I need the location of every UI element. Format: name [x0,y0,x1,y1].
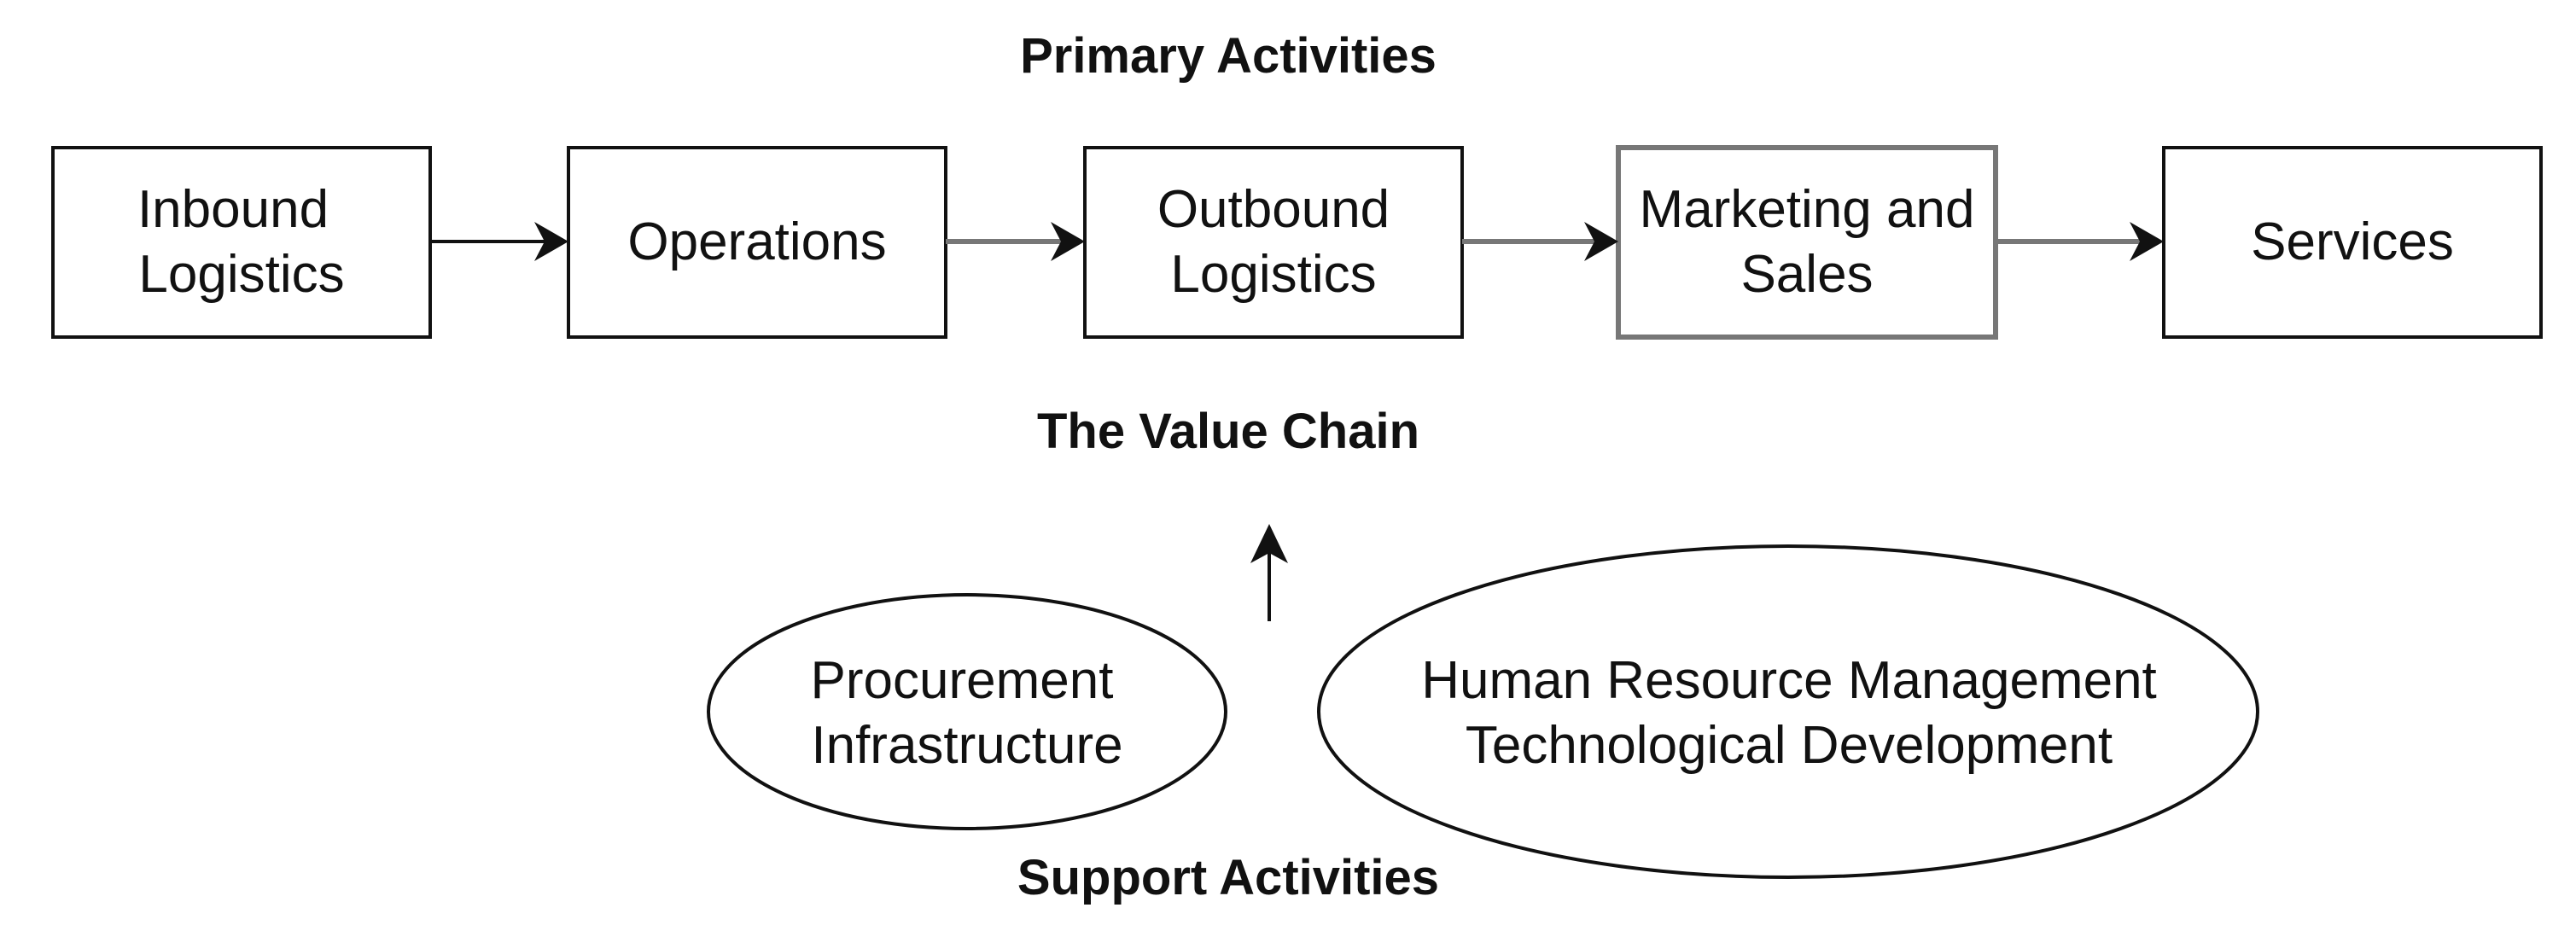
inbound-logistics-line-2: Logistics [138,245,345,304]
procurement-infrastructure-ellipse [707,593,1227,830]
support-activities-heading: Support Activities [1017,850,1440,905]
edge-inbound-to-operations [430,222,568,261]
edge-outbound-to-marketing [1462,222,1618,261]
hr-tech-line-2: Technological Development [1465,716,2113,775]
operations-line-1: Operations [627,212,887,271]
marketing-and-sales-line-2: Sales [1740,245,1874,304]
inbound-logistics-box [51,146,432,339]
marketing-and-sales-line-1: Marketing and [1639,180,1975,239]
hr-tech-development-ellipse [1317,544,2259,879]
inbound-logistics-line-1: Inbound [137,180,329,239]
procurement-line-1: Procurement [810,651,1114,710]
outbound-logistics-label: Outbound Logistics [1085,148,1462,337]
value-chain-heading: The Value Chain [1037,404,1419,459]
primary-activities-heading: Primary Activities [1020,28,1437,84]
marketing-and-sales-label: Marketing and Sales [1618,148,1996,337]
outbound-logistics-line-1: Outbound [1157,180,1390,239]
operations-box [567,146,947,339]
edge-operations-to-outbound [946,222,1085,261]
hr-tech-development-label: Human Resource Management Technological … [1341,649,2237,778]
operations-label: Operations [568,148,946,337]
outbound-logistics-box [1083,146,1464,339]
procurement-infrastructure-label: Procurement Infrastructure [717,649,1217,778]
outbound-logistics-line-2: Logistics [1170,245,1377,304]
procurement-line-2: Infrastructure [811,716,1123,775]
edge-marketing-to-services [1996,222,2164,261]
inbound-logistics-label: Inbound Logistics [53,148,430,337]
services-box [2162,146,2543,339]
edge-support-to-value-chain [1250,524,1288,621]
services-line-1: Services [2251,212,2454,271]
services-label: Services [2164,148,2541,337]
hr-tech-line-1: Human Resource Management [1421,651,2157,710]
